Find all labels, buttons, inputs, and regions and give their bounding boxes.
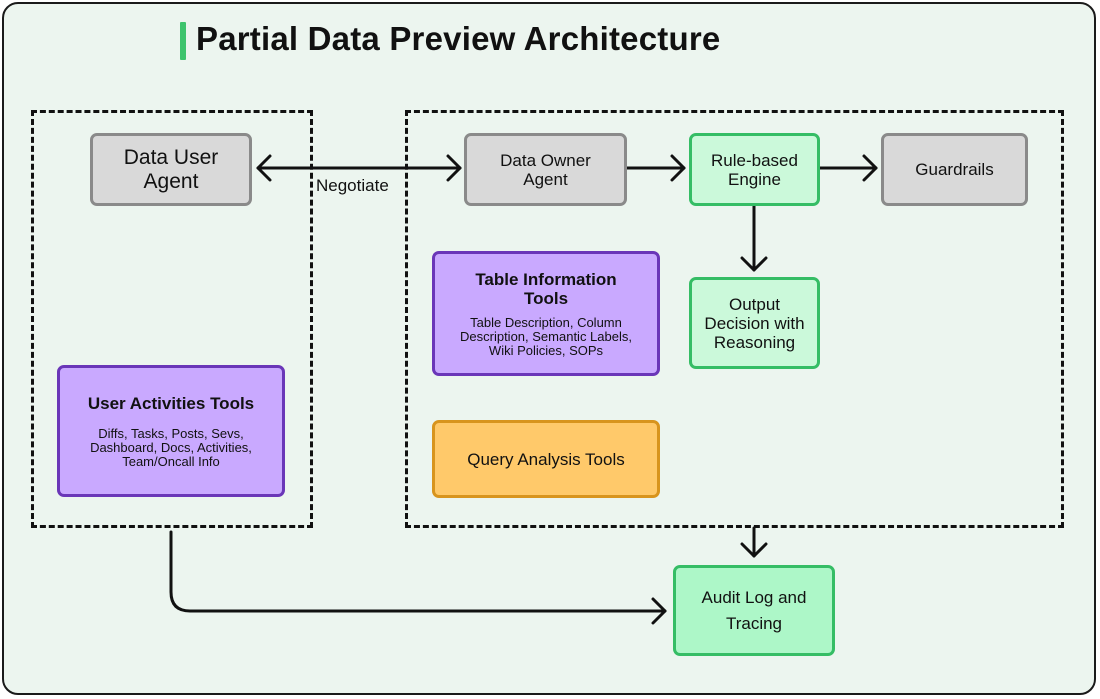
rule-engine-label: Rule-based Engine	[711, 150, 798, 189]
guardrails-label: Guardrails	[915, 160, 994, 179]
user-to-audit-edge	[169, 530, 667, 613]
negotiate-label: Negotiate	[314, 176, 391, 196]
audit-log-label: Audit Log and Tracing	[701, 587, 807, 633]
table-info-tools-detail: Table Description, Column Description, S…	[460, 314, 632, 358]
data-user-agent-label: Data User Agent	[123, 145, 219, 193]
user-activities-tools-node: User Activities Tools Diffs, Tasks, Post…	[57, 365, 285, 497]
title-accent-bar	[180, 22, 186, 60]
user-activities-tools-detail: Diffs, Tasks, Posts, Sevs, Dashboard, Do…	[90, 425, 252, 469]
page-title: Partial Data Preview Architecture	[196, 20, 721, 57]
output-decision-label: Output Decision with Reasoning	[704, 294, 805, 352]
owner-side-group	[405, 110, 1064, 528]
output-decision-node: Output Decision with Reasoning	[689, 277, 820, 369]
query-analysis-tools-label: Query Analysis Tools	[467, 449, 625, 469]
table-info-tools-node: Table Information Tools Table Descriptio…	[432, 251, 660, 376]
user-activities-tools-title: User Activities Tools	[87, 393, 255, 413]
query-analysis-tools-node: Query Analysis Tools	[432, 420, 660, 498]
guardrails-node: Guardrails	[881, 133, 1028, 206]
data-owner-agent-label: Data Owner Agent	[500, 150, 591, 189]
data-owner-agent-node: Data Owner Agent	[464, 133, 627, 206]
table-info-tools-title: Table Information Tools	[475, 269, 617, 308]
user-side-group	[31, 110, 313, 528]
rule-engine-node: Rule-based Engine	[689, 133, 820, 206]
audit-log-node: Audit Log and Tracing	[673, 565, 835, 656]
data-user-agent-node: Data User Agent	[90, 133, 252, 206]
